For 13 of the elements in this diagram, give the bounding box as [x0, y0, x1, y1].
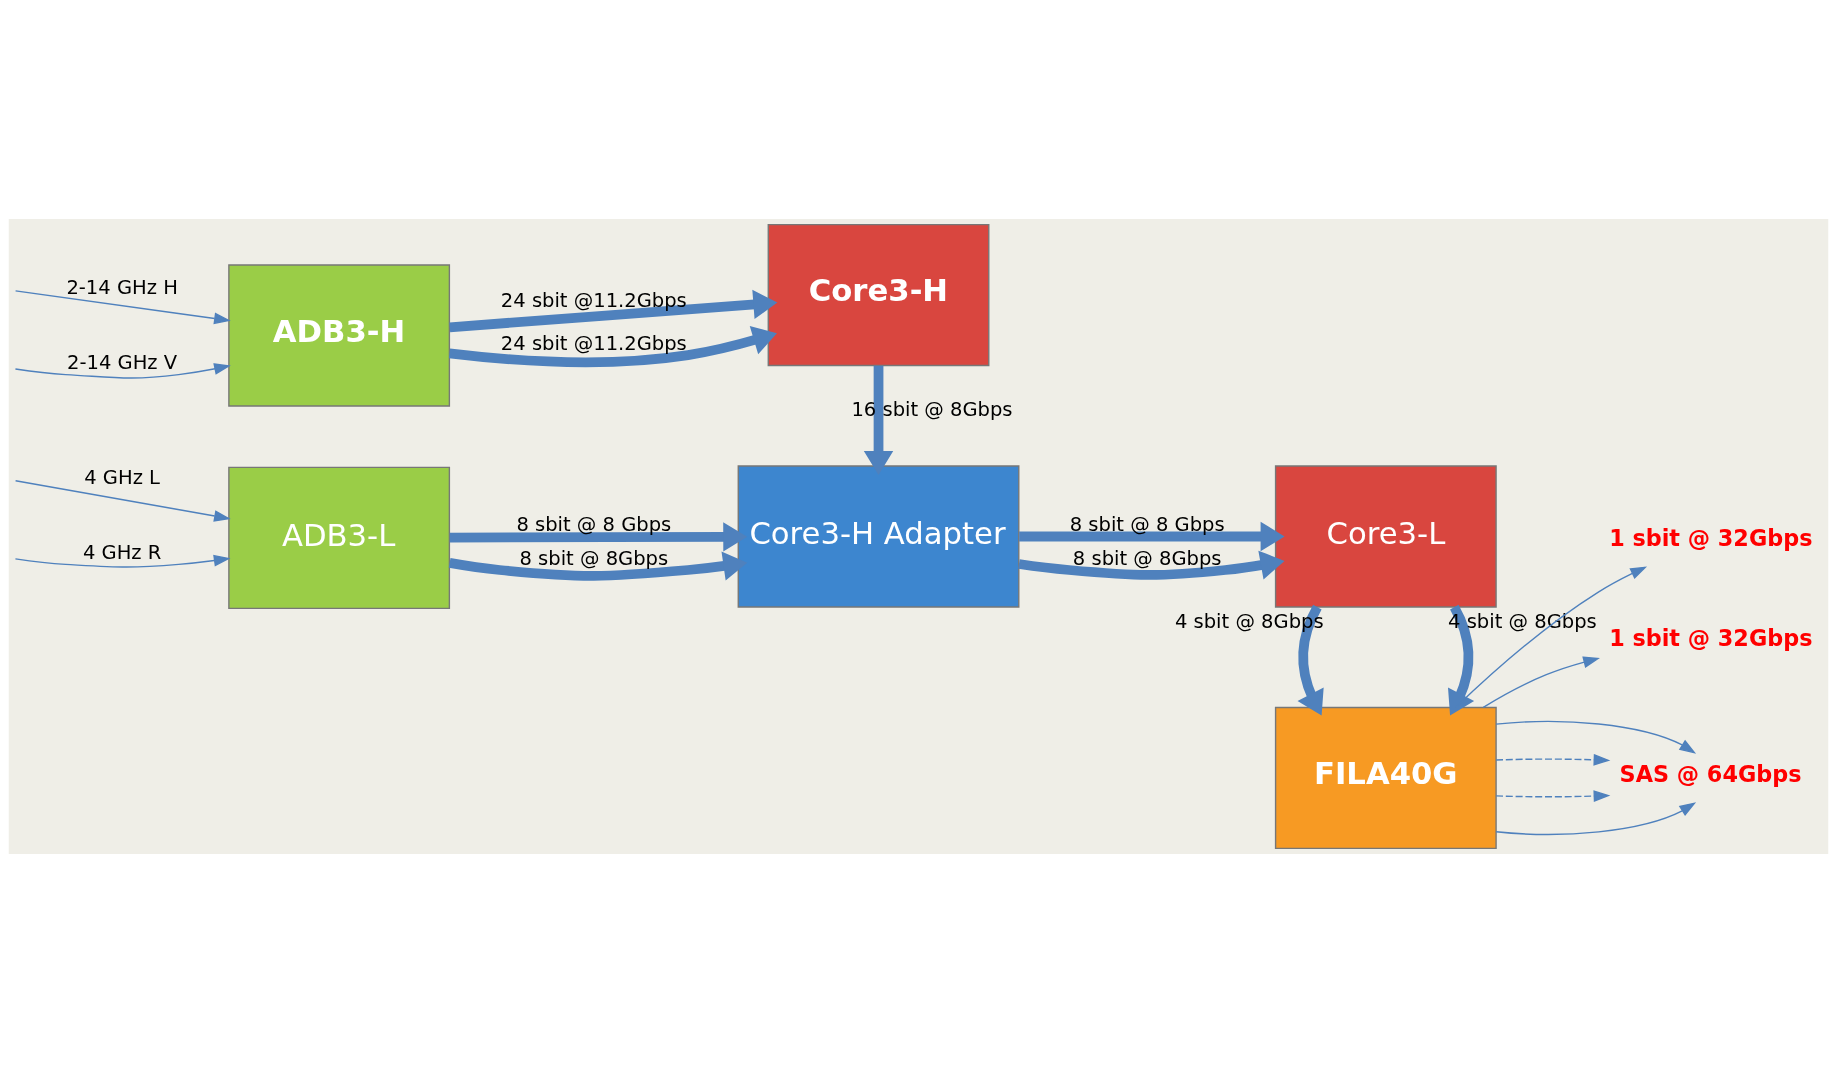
node-text: 1 sbit @ 32Gbps: [1609, 624, 1813, 651]
edge-label: 24 sbit @11.2Gbps: [500, 331, 687, 355]
edge-label: 8 sbit @ 8Gbps: [1072, 546, 1222, 570]
edge-label: 8 sbit @ 8Gbps: [519, 546, 669, 570]
edge-label: 4 GHz R: [82, 540, 162, 564]
node-text: 1 sbit @ 32Gbps: [1609, 524, 1813, 551]
edge-label: 2-14 GHz V: [67, 350, 178, 374]
edge-label: 8 sbit @ 8 Gbps: [516, 512, 672, 536]
node-text: SAS @ 64Gbps: [1619, 760, 1802, 787]
edge-label: 2-14 GHz H: [66, 275, 178, 299]
edge-label: 4 GHz L: [84, 465, 160, 489]
edge-label: 24 sbit @11.2Gbps: [500, 288, 687, 311]
edge-label: 8 sbit @ 8 Gbps: [1069, 512, 1225, 536]
